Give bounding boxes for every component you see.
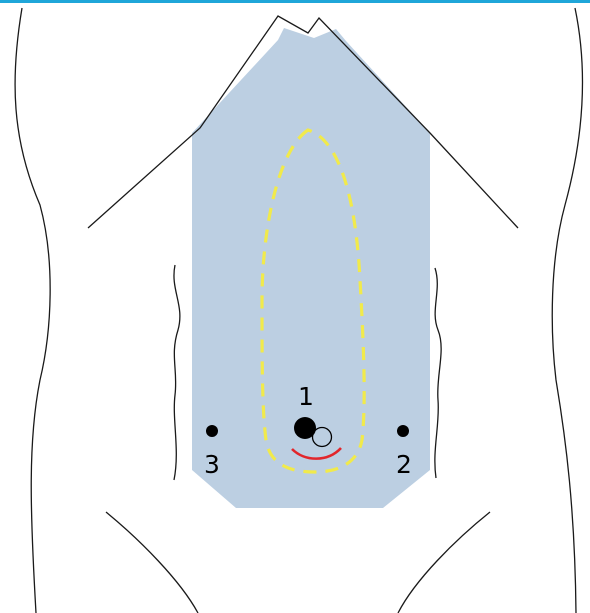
body-outline-left bbox=[15, 8, 50, 613]
body-outline-right bbox=[552, 8, 582, 613]
right-flank-contour bbox=[435, 268, 441, 478]
right-groin-line bbox=[398, 512, 490, 613]
port-1-label: 1 bbox=[298, 382, 314, 411]
left-groin-line bbox=[106, 512, 198, 613]
port-3-label: 3 bbox=[204, 450, 220, 479]
port-2-marker bbox=[397, 425, 409, 437]
port-3-marker bbox=[206, 425, 218, 437]
left-flank-contour bbox=[174, 265, 180, 480]
port-2-label: 2 bbox=[396, 450, 412, 479]
